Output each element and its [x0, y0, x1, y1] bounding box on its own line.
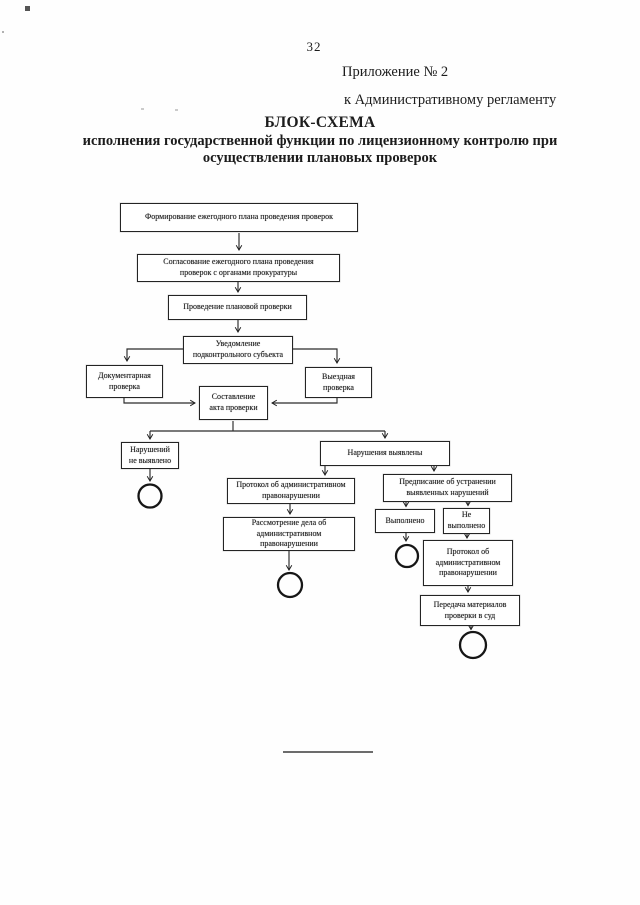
terminal-circle — [458, 630, 488, 660]
terminal-circle — [394, 543, 420, 569]
flow-node-violations-found: Нарушения выявлены — [320, 441, 450, 466]
document-title: БЛОК-СХЕМА — [264, 114, 376, 131]
scan-speck — [2, 31, 4, 33]
document-subtitle: исполнения государственной функции по ли… — [82, 133, 558, 166]
flow-node-not-fulfilled: Не выполнено — [443, 508, 490, 534]
flow-node-no-violations: Нарушений не выявлено — [121, 442, 179, 469]
connector — [123, 398, 196, 407]
terminal-circle — [137, 483, 163, 509]
scan-speck — [25, 6, 30, 11]
flow-node-conduct-check: Проведение плановой проверки — [168, 295, 307, 320]
flow-node-protocol-admin-2: Протокол об административном правонаруше… — [423, 540, 513, 586]
connector — [123, 348, 183, 362]
regulation-reference: к Административному регламенту — [344, 92, 557, 108]
flow-node-protocol-admin: Протокол об административном правонаруше… — [227, 478, 355, 504]
connector — [293, 348, 341, 364]
flow-node-documentary-check: Документарная проверка — [86, 365, 163, 398]
connector — [271, 398, 338, 407]
flow-node-case-consideration: Рассмотрение дела об административном пр… — [223, 517, 355, 551]
appendix-label: Приложение № 2 — [342, 64, 449, 80]
page-number: 32 — [306, 39, 322, 54]
scan-speck — [141, 108, 144, 110]
terminal-circle — [276, 571, 304, 599]
flow-node-act-drafting: Составление акта проверки — [199, 386, 268, 420]
flow-node-field-check: Выездная проверка — [305, 367, 372, 398]
flow-node-transfer-to-court: Передача материалов проверки в суд — [420, 595, 520, 626]
flow-node-form-plan: Формирование ежегодного плана проведения… — [120, 203, 358, 232]
flow-node-notify-subject: Уведомление подконтрольного субъекта — [183, 336, 293, 364]
flow-node-prescription: Предписание об устранении выявленных нар… — [383, 474, 512, 502]
scan-speck — [175, 109, 178, 111]
flow-node-approve-plan: Согласование ежегодного плана проведения… — [137, 254, 340, 282]
flow-node-fulfilled: Выполнено — [375, 509, 435, 533]
